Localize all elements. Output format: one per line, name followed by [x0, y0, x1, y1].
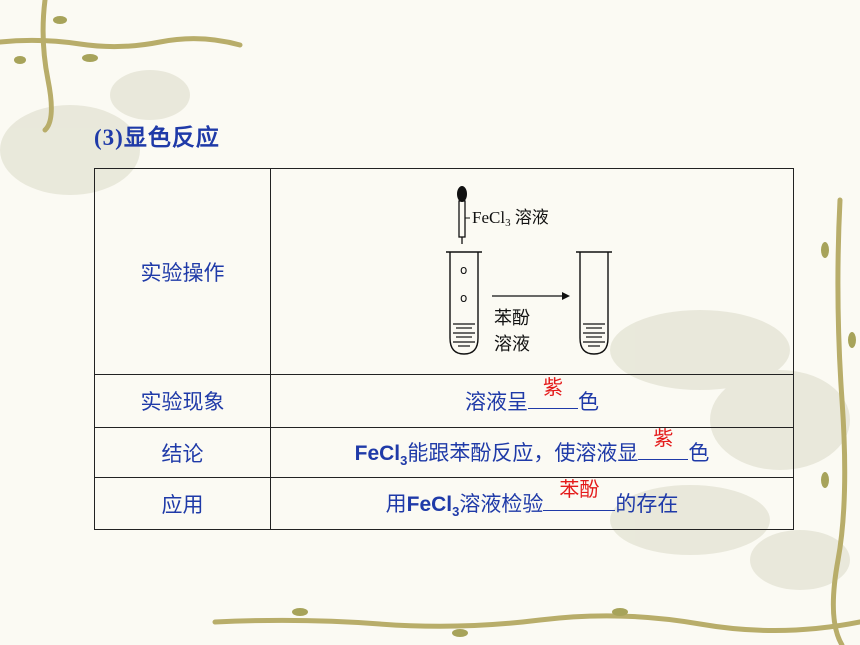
application-cell: 用FeCl3溶液检验苯酚的存在 — [270, 477, 794, 530]
bubble: o — [460, 291, 467, 305]
table-row-operation: 实验操作 FeCl3 溶液 o o — [94, 168, 794, 375]
apparatus-diagram: FeCl3 溶液 o o 苯酚 溶液 — [446, 185, 612, 355]
application-middle: 溶液检验 — [459, 491, 544, 516]
table-row-application: 应用 用FeCl3溶液检验苯酚的存在 — [94, 477, 794, 530]
phenomenon-suffix: 色 — [578, 390, 599, 414]
phenomenon-prefix: 溶液呈 — [465, 390, 528, 414]
conclusion-text: 能跟苯酚反应，使溶液显 — [407, 440, 639, 465]
conclusion-sub: 3 — [400, 453, 408, 469]
application-label: 应用 — [94, 477, 271, 530]
phenomenon-cell: 溶液呈紫色 — [270, 374, 794, 428]
test-tube-right — [579, 251, 609, 355]
table-row-phenomenon: 实验现象 溶液呈紫色 — [94, 374, 794, 428]
dropper-tube — [458, 199, 466, 238]
application-answer-blank: 苯酚 — [543, 477, 616, 516]
conclusion-answer-blank: 紫 — [638, 426, 689, 465]
application-prefix: 用 — [385, 491, 407, 516]
reagent-label: FeCl3 溶液 — [472, 208, 549, 229]
section-title: (3)显色反应 — [94, 118, 220, 152]
application-suffix: 的存在 — [615, 491, 679, 516]
table-row-conclusion: 结论 FeCl3能跟苯酚反应，使溶液显紫色 — [94, 426, 794, 478]
conclusion-answer: 紫 — [653, 425, 674, 450]
phenomenon-answer-blank: 紫 — [528, 375, 578, 414]
application-answer: 苯酚 — [559, 476, 600, 501]
phenomenon-label: 实验现象 — [94, 374, 271, 428]
bubble: o — [460, 263, 467, 277]
conclusion-fecl: FeCl — [354, 441, 401, 465]
operation-label: 实验操作 — [94, 168, 271, 375]
dropper-bulb — [457, 185, 467, 202]
liquid-right — [583, 322, 605, 347]
operation-diagram-cell: FeCl3 溶液 o o 苯酚 溶液 — [270, 168, 794, 375]
application-fecl: FeCl — [406, 492, 453, 516]
section-title-text: 显色反应 — [123, 125, 220, 151]
conclusion-label: 结论 — [94, 427, 271, 478]
test-tube-left — [449, 251, 479, 355]
section-number: (3) — [94, 125, 124, 150]
phenomenon-answer: 紫 — [543, 375, 563, 399]
conclusion-suffix: 色 — [688, 440, 710, 465]
liquid-left — [453, 322, 475, 347]
experiment-table: 实验操作 FeCl3 溶液 o o — [94, 168, 794, 530]
application-sub: 3 — [452, 504, 460, 520]
phenol-label-line1: 苯酚 — [494, 308, 530, 329]
phenol-label-line2: 溶液 — [494, 334, 530, 355]
conclusion-cell: FeCl3能跟苯酚反应，使溶液显紫色 — [270, 426, 794, 478]
